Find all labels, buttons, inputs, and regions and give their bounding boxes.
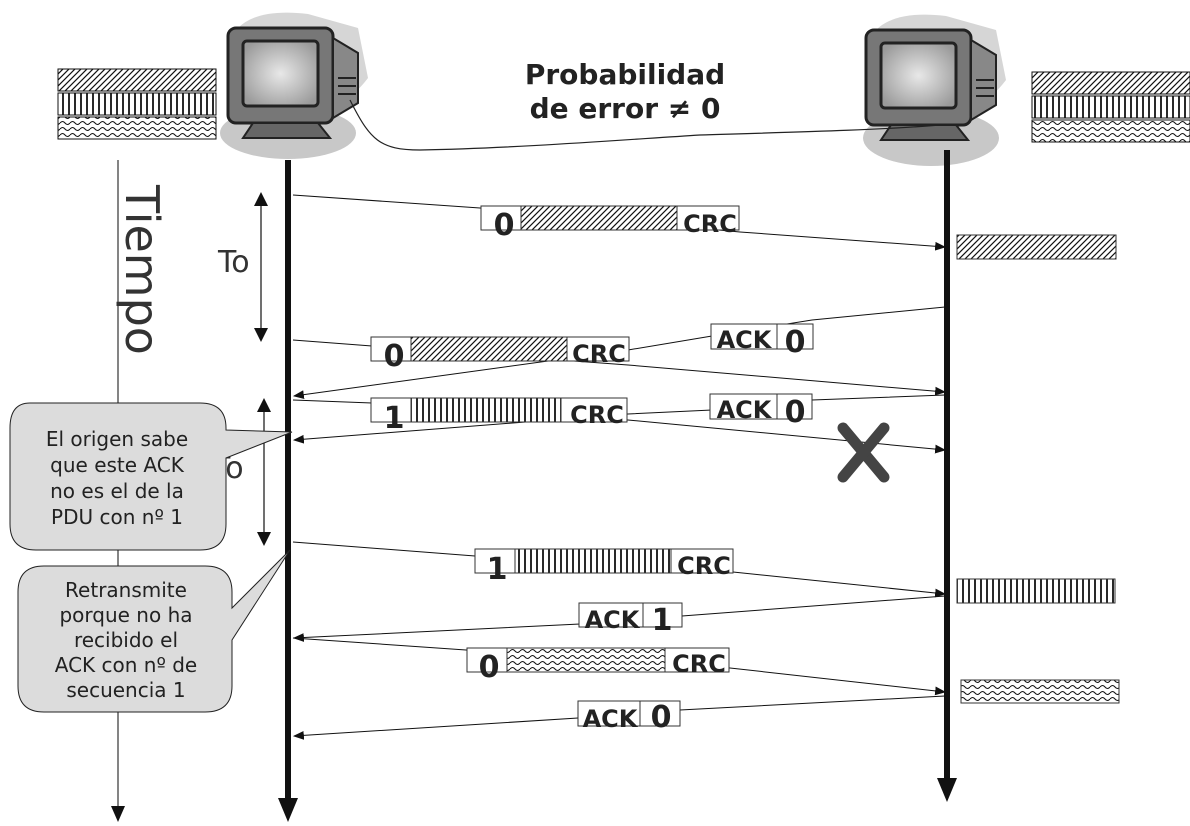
timeout-bracket-1 (254, 192, 268, 342)
receiver-timeline-arrow-icon (937, 778, 957, 802)
frame-packet: 0 CRC (466, 647, 730, 685)
frame-crc: CRC (672, 650, 726, 678)
received-block (956, 234, 1117, 260)
lost-frame-cross-icon (837, 422, 890, 483)
ack-packet: ACK 0 (577, 700, 681, 735)
sender-computer-icon (220, 12, 368, 159)
callout-retransmit: Retransmite porque no ha recibido el ACK… (17, 549, 291, 713)
receiver-data-stack (1031, 71, 1190, 143)
ack-label: ACK (585, 606, 641, 634)
ack-packet: ACK 1 (578, 602, 683, 638)
ack-seq: 0 (785, 395, 806, 430)
callout-origin-knows: El origen sabe que este ACK no es el de … (9, 402, 293, 551)
ack-label: ACK (717, 326, 773, 354)
frame-seq: 0 (479, 650, 500, 685)
frame-seq: 0 (494, 208, 515, 243)
callout-origin-line: no es el de la (50, 479, 184, 503)
timeout-label-1: To (217, 245, 250, 280)
callout-retransmit-line: secuencia 1 (66, 678, 185, 702)
frame-seq: 0 (384, 339, 405, 374)
ack-packet: ACK 0 (710, 323, 814, 360)
received-block (960, 679, 1120, 704)
callout-retransmit-line: recibido el (74, 628, 178, 652)
frame-seq: 1 (384, 401, 405, 436)
callout-origin-line: que este ACK (50, 453, 185, 477)
frame-crc: CRC (572, 340, 626, 368)
title-line-1: Probabilidad (525, 58, 725, 91)
callout-retransmit-line: porque no ha (59, 603, 192, 627)
ack-seq: 1 (652, 603, 673, 638)
frame-seq: 1 (487, 552, 508, 587)
frame-packet: 1 CRC (370, 397, 628, 436)
ack-label: ACK (583, 705, 639, 733)
time-axis-arrow-icon (111, 806, 125, 822)
timeout-bracket-2 (257, 398, 271, 546)
callout-origin-line: PDU con nº 1 (51, 505, 183, 529)
title-line-2: de error ≠ 0 (530, 92, 721, 125)
callout-retransmit-line: Retransmite (65, 578, 187, 602)
sender-data-stack (57, 68, 217, 140)
frame-packet: 1 CRC (474, 548, 734, 587)
callout-origin-line: El origen sabe (46, 427, 188, 451)
frame-crc: CRC (570, 401, 624, 429)
frame-packet: 0 CRC (480, 205, 740, 243)
receiver-computer-icon (863, 14, 1006, 166)
ack-seq: 0 (651, 700, 672, 735)
ack-label: ACK (717, 396, 773, 424)
frame-crc: CRC (683, 210, 737, 238)
callout-retransmit-line: ACK con nº de (55, 653, 198, 677)
time-axis-label: Tiempo (115, 184, 169, 355)
frame-packet: 0 CRC (370, 336, 630, 374)
network-cable (349, 99, 941, 151)
ack-seq: 0 (785, 325, 806, 360)
frame-crc: CRC (677, 552, 731, 580)
sender-timeline-arrow-icon (278, 798, 298, 822)
received-block (956, 578, 1116, 604)
ack-packet: ACK 0 (709, 393, 813, 430)
